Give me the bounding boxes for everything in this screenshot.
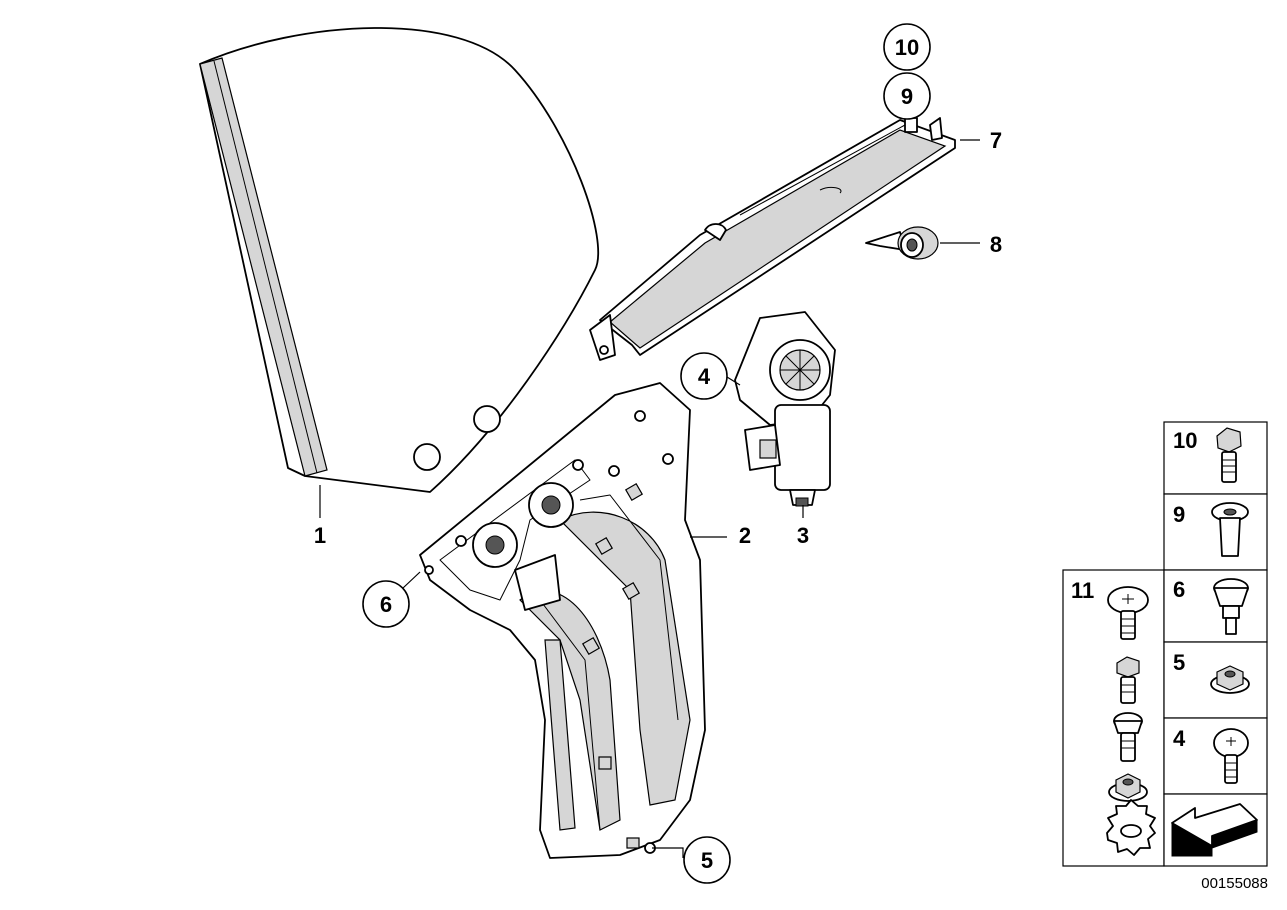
legend-label-4: 4	[1173, 726, 1186, 751]
callout-9: 9	[901, 84, 913, 109]
callout-8: 8	[990, 232, 1002, 257]
callout-4-circle	[680, 352, 728, 400]
legend-cell-4	[1163, 717, 1268, 795]
callout-5-circle	[683, 836, 731, 884]
torx-screw-icon	[1213, 728, 1249, 784]
torx-screw-icon	[1107, 586, 1149, 640]
legend-label-6: 6	[1173, 577, 1185, 602]
rivet-nut-icon	[1211, 502, 1249, 557]
hex-nut-icon	[1108, 773, 1148, 802]
lock-washer-icon	[1106, 799, 1156, 856]
hex-bolt-icon	[1116, 656, 1140, 704]
callout-9-circle	[883, 72, 931, 120]
hex-nut-icon	[1210, 665, 1250, 694]
shoulder-screw-icon	[1113, 712, 1143, 762]
callouts: 1 2 3 7 8 10 9 4 6 5	[314, 23, 1002, 884]
callout-6: 6	[380, 592, 392, 617]
callout-4: 4	[698, 364, 711, 389]
roller-bushing	[865, 226, 939, 260]
legend-cell-6	[1163, 569, 1268, 643]
shoulder-screw-icon	[1213, 578, 1249, 635]
window-regulator	[419, 382, 706, 859]
callout-7: 7	[990, 128, 1002, 153]
callout-2: 2	[739, 523, 751, 548]
callout-6-circle	[362, 580, 410, 628]
direction-arrow-icon	[1171, 803, 1258, 857]
document-number: 00155088	[1201, 875, 1268, 892]
callout-1: 1	[314, 523, 326, 548]
callout-10: 10	[895, 35, 919, 60]
hex-bolt-icon	[1216, 427, 1242, 483]
legend-label-9: 9	[1173, 502, 1185, 527]
legend-label-5: 5	[1173, 650, 1185, 675]
legend-label-11: 11	[1071, 578, 1094, 603]
window-glass	[199, 27, 600, 493]
fastener-legend: 10 9 11 6 5 4	[1062, 421, 1268, 867]
callout-5: 5	[701, 848, 713, 873]
callout-3: 3	[797, 523, 809, 548]
guide-rail	[589, 117, 956, 361]
legend-label-10: 10	[1173, 428, 1197, 453]
callout-10-circle	[883, 23, 931, 71]
window-motor	[734, 311, 836, 507]
